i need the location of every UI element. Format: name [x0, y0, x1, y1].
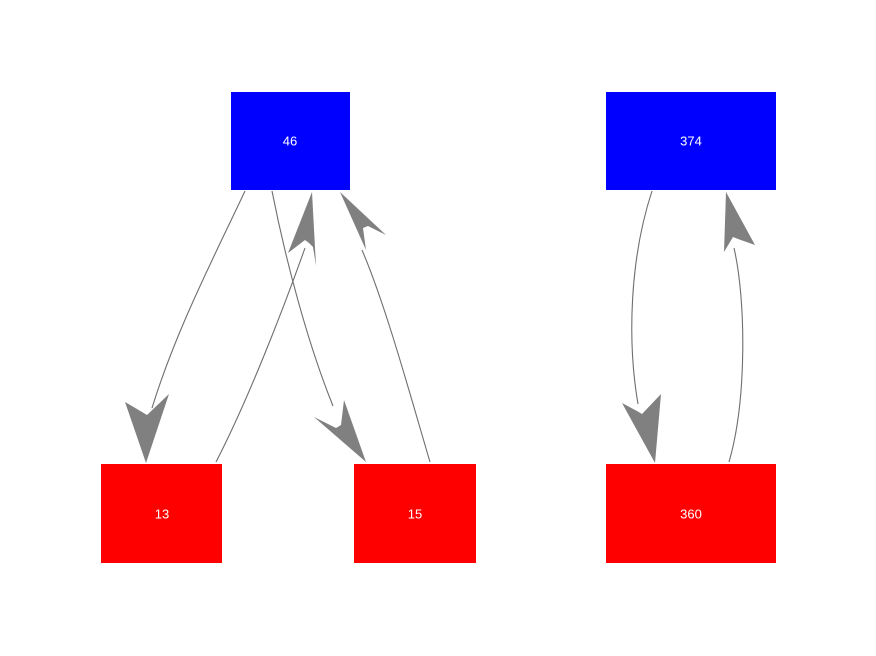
- edge-360-to-374-arrowhead: [724, 192, 755, 252]
- node-15[interactable]: 15: [354, 464, 476, 563]
- node-360-box[interactable]: [606, 464, 776, 563]
- edge-15-to-46[interactable]: [340, 192, 431, 463]
- node-13-label: 13: [155, 506, 169, 521]
- edge-46-to-15-arrowhead: [314, 400, 366, 462]
- edge-46-to-13-arrowhead: [125, 394, 169, 463]
- node-15-label: 15: [408, 506, 422, 521]
- edge-360-to-374[interactable]: [724, 192, 755, 463]
- edge-46-to-15[interactable]: [271, 190, 366, 462]
- edge-46-to-13[interactable]: [125, 190, 246, 463]
- edge-13-to-46-arrowhead: [288, 192, 316, 266]
- node-360[interactable]: 360: [606, 464, 776, 563]
- edge-360-to-374-line: [728, 247, 744, 463]
- edge-46-to-13-line: [151, 190, 246, 409]
- node-13[interactable]: 13: [101, 464, 222, 563]
- edge-374-to-360[interactable]: [622, 190, 661, 463]
- edge-374-to-360-line: [631, 190, 653, 405]
- edge-46-to-15-line: [271, 190, 334, 407]
- node-374[interactable]: 374: [606, 92, 776, 190]
- edge-layer: [125, 190, 755, 463]
- edge-374-to-360-arrowhead: [622, 394, 661, 463]
- node-13-box[interactable]: [101, 464, 222, 563]
- edge-15-to-46-line: [361, 249, 431, 463]
- node-layer: 46 374 13 15 360: [101, 92, 776, 563]
- node-46-box[interactable]: [231, 92, 350, 190]
- edge-13-to-46[interactable]: [215, 192, 316, 463]
- node-374-label: 374: [680, 133, 702, 148]
- edge-15-to-46-arrowhead: [340, 192, 386, 250]
- node-46-label: 46: [283, 133, 297, 148]
- edge-13-to-46-line: [215, 247, 306, 463]
- node-46[interactable]: 46: [231, 92, 350, 190]
- node-374-box[interactable]: [606, 92, 776, 190]
- node-15-box[interactable]: [354, 464, 476, 563]
- node-360-label: 360: [680, 506, 702, 521]
